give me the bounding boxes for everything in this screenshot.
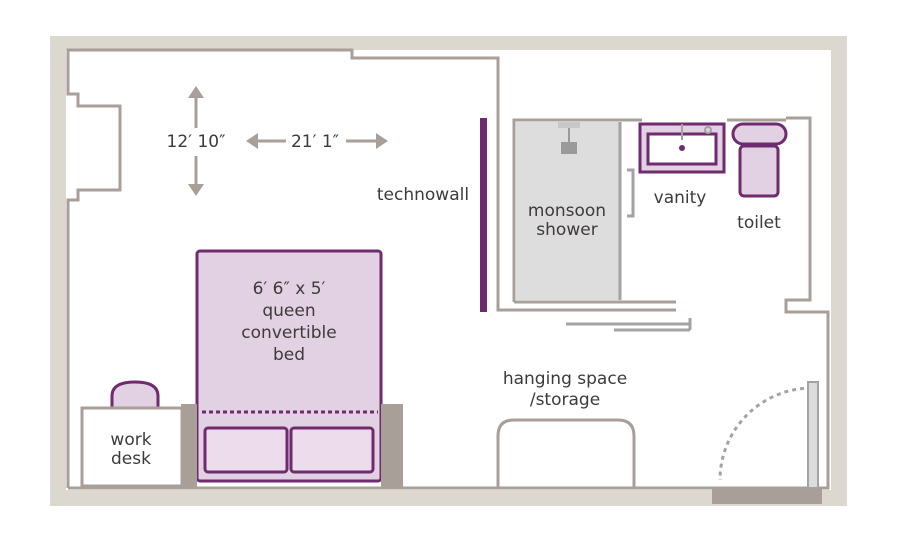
entry-door <box>807 381 819 489</box>
pillow-right <box>289 426 375 474</box>
bed-label-line4: bed <box>273 345 305 365</box>
technowall-label: technowall <box>377 185 469 205</box>
dimension-arrows <box>188 86 388 196</box>
toilet-fixture <box>731 122 788 198</box>
storage-label-line2: /storage <box>530 390 600 410</box>
technowall-panel <box>480 118 487 312</box>
shower-label-line2: shower <box>536 220 597 240</box>
bed-label-line2: queen <box>262 301 315 321</box>
shower-door-handle <box>627 168 635 218</box>
room-walls <box>66 48 676 488</box>
arrow-down-icon <box>188 156 204 196</box>
bathroom-top-wall <box>512 118 786 302</box>
desk-label-line2: desk <box>111 449 151 469</box>
desk-chair <box>110 380 160 408</box>
door-threshold <box>712 488 822 504</box>
toilet-label: toilet <box>737 213 781 233</box>
monsoon-shower <box>516 122 622 300</box>
vanity-label: vanity <box>654 188 707 208</box>
dimension-width-label: 12′ 10″ <box>167 132 226 152</box>
desk-label-line1: work <box>110 430 151 450</box>
nightstand-left <box>181 404 197 488</box>
dimension-length-label: 21′ 1″ <box>291 132 339 152</box>
door-swing-arc <box>718 386 813 481</box>
vanity-unit <box>638 122 726 174</box>
shower-label-line1: monsoon <box>528 201 606 221</box>
bed-label-line3: convertible <box>241 323 336 343</box>
pillow-left <box>203 426 289 474</box>
storage-label-line1: hanging space <box>503 369 627 389</box>
arrow-right-icon <box>346 133 388 149</box>
queen-bed <box>195 249 383 483</box>
arrow-left-icon <box>246 133 286 149</box>
storage-cabinet <box>496 418 636 488</box>
work-desk <box>80 406 184 488</box>
shower-sliding-rail <box>566 318 692 332</box>
bathroom-wall <box>68 116 830 490</box>
arrow-up-icon <box>188 86 204 128</box>
outer-frame <box>50 36 847 506</box>
sink-drain-icon <box>679 145 685 151</box>
shower-head-icon <box>561 142 577 154</box>
nightstand-right <box>381 404 403 488</box>
bed-label-line1: 6′ 6″ x 5′ <box>253 279 326 299</box>
